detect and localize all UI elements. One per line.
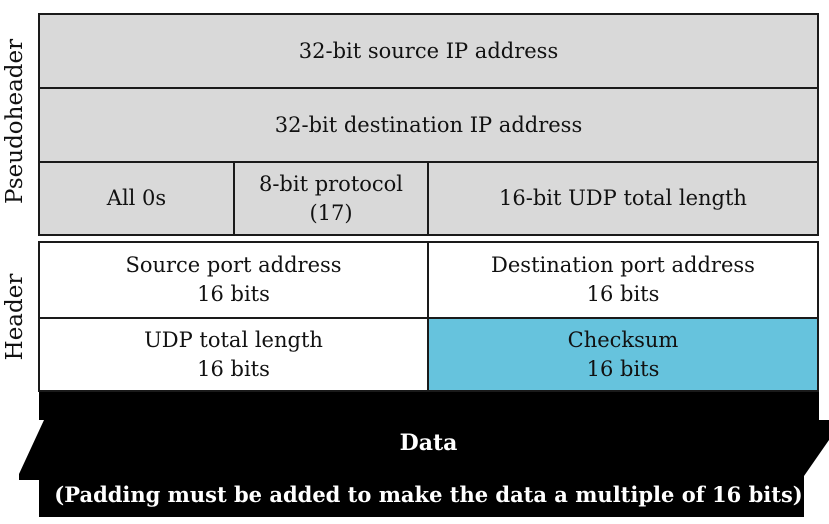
checksum-size: 16 bits (586, 356, 660, 381)
source-port-field: Source port address 16 bits (38, 241, 429, 319)
destination-port-field: Destination port address 16 bits (427, 241, 819, 319)
source-ip-field: 32-bit source IP address (38, 13, 819, 89)
checksum-label: Checksum (567, 327, 679, 352)
udp-total-length-field: 16-bit UDP total length (427, 161, 819, 236)
data-block-polygon (19, 392, 829, 517)
destination-ip-label: 32-bit destination IP address (274, 112, 583, 137)
source-port-size: 16 bits (197, 282, 270, 306)
protocol-value: (17) (309, 200, 353, 225)
udp-length-label: UDP total length (144, 327, 323, 352)
destination-port-label: Destination port address (491, 253, 755, 277)
data-padding-note: (Padding must be added to make the data … (54, 482, 803, 507)
udp-length-field: UDP total length 16 bits (38, 317, 429, 392)
protocol-label: 8-bit protocol (258, 171, 404, 196)
destination-port-size: 16 bits (586, 282, 660, 306)
all-zeros-field: All 0s (38, 161, 235, 236)
source-ip-label: 32-bit source IP address (298, 38, 559, 63)
udp-total-length-label: 16-bit UDP total length (499, 186, 747, 210)
all-zeros-label: All 0s (106, 186, 167, 210)
source-port-label: Source port address (125, 253, 342, 277)
udp-length-size: 16 bits (197, 356, 270, 381)
checksum-field: Checksum 16 bits (427, 317, 819, 392)
protocol-field: 8-bit protocol (17) (233, 161, 429, 236)
data-title: Data (399, 430, 458, 456)
